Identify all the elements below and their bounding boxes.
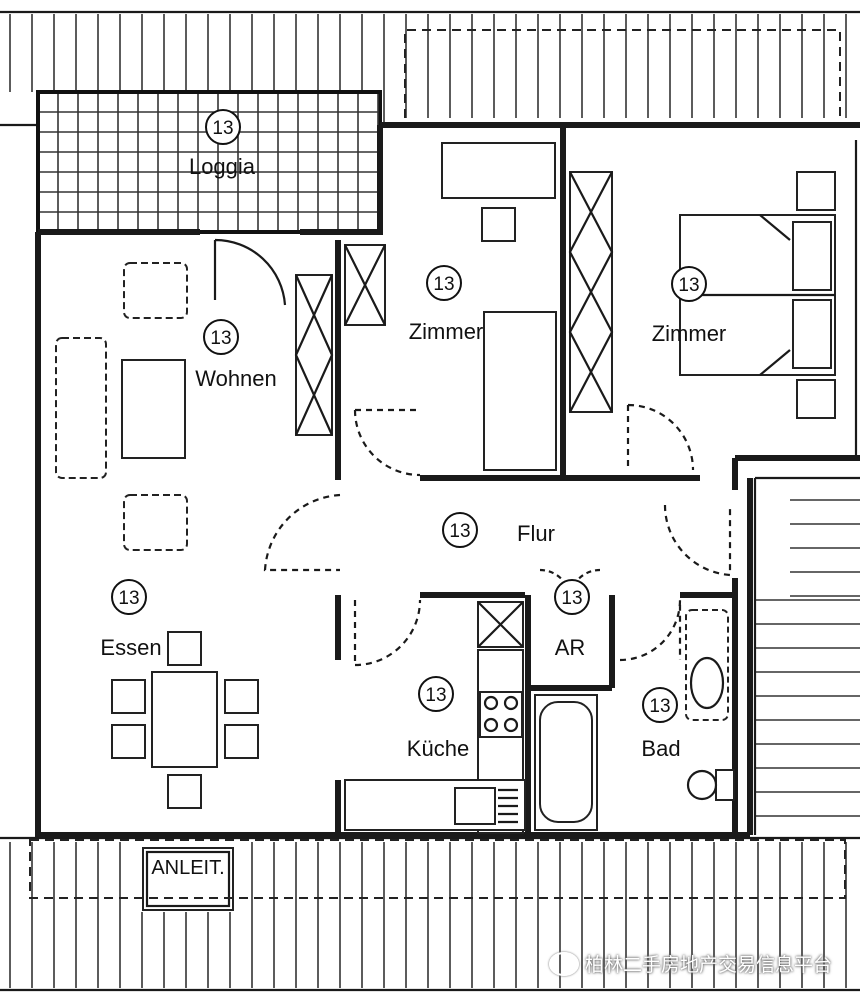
living-furniture: [55, 262, 188, 551]
ar-code: 13: [561, 588, 582, 609]
kueche-name: Küche: [407, 736, 469, 761]
bad-code: 13: [649, 696, 670, 717]
attic-hatch-label: ANLEIT.: [151, 857, 224, 879]
zimmer-right-name: Zimmer: [652, 321, 727, 346]
flur-label: 13 Flur: [442, 512, 555, 548]
zimmer-left-code: 13: [433, 274, 454, 295]
attic-hatch: [142, 847, 234, 911]
loggia-code: 13: [212, 118, 233, 139]
essen-name: Essen: [100, 635, 161, 660]
ar-label: 13 AR: [554, 579, 590, 660]
loggia-area: [36, 90, 382, 234]
bad-label: 13 Bad: [641, 687, 681, 761]
bedroom-left-furniture: [441, 142, 557, 471]
flur-code: 13: [449, 521, 470, 542]
zimmer-left-name: Zimmer: [409, 319, 484, 344]
zimmer-right-label: 13 Zimmer: [652, 266, 727, 346]
watermark-text: 柏林二手房地产交易信息平台: [584, 954, 832, 976]
essen-label: 13 Essen: [100, 579, 162, 660]
wohnen-name: Wohnen: [195, 366, 277, 391]
bottom-dashed-outline: [29, 839, 846, 899]
wohnen-label: 13 Wohnen: [195, 319, 277, 391]
kueche-code: 13: [425, 685, 446, 706]
wohnen-code: 13: [210, 328, 231, 349]
kitchen-fixtures: [344, 649, 526, 834]
bad-name: Bad: [641, 736, 680, 761]
flur-name: Flur: [517, 521, 555, 546]
roof-hatching-top: [0, 10, 860, 127]
watermark: 柏林二手房地产交易信息平台: [548, 950, 832, 977]
loggia-name: Loggia: [189, 154, 256, 179]
zimmer-left-label: 13 Zimmer: [409, 265, 484, 344]
loggia-label: 13 Loggia: [189, 109, 256, 179]
room-labels: 13 Loggia 13 Wohnen 13 Zimmer 13 Zimmer …: [100, 109, 727, 879]
walls: [35, 122, 860, 838]
top-dashed-outline: [404, 29, 841, 118]
doors: [213, 238, 732, 667]
wardrobes: [294, 171, 614, 648]
kueche-label: 13 Küche: [407, 676, 469, 761]
dining-table: [111, 631, 259, 809]
bathroom-fixtures: [534, 609, 735, 831]
staircase: [753, 476, 860, 835]
wechat-icon: [548, 951, 579, 976]
bedroom-right-furniture: [679, 171, 836, 419]
zimmer-right-code: 13: [678, 275, 699, 296]
essen-code: 13: [118, 588, 139, 609]
ar-name: AR: [555, 635, 586, 660]
